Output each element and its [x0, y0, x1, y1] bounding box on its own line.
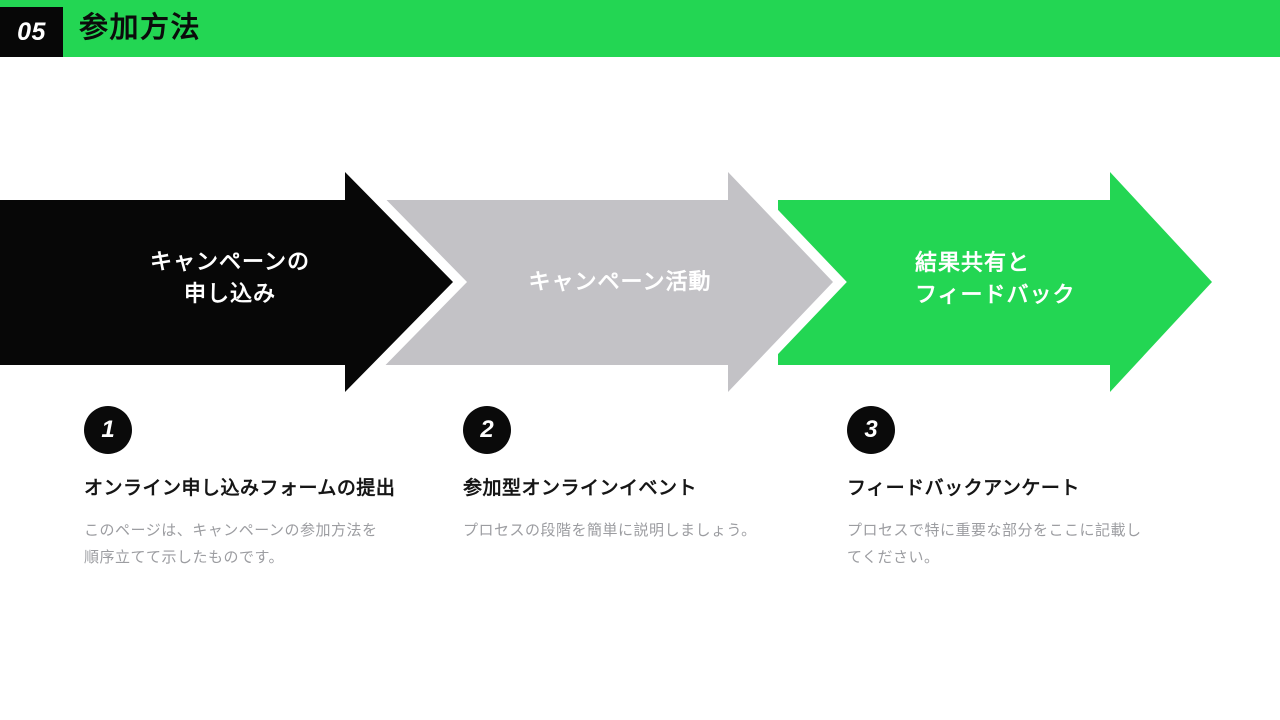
arrow-shape-application: [0, 147, 468, 417]
step-1-number-badge: 1: [84, 406, 132, 454]
step-1-number: 1: [101, 416, 115, 443]
page-title: 参加方法: [79, 12, 202, 44]
arrow-label-activity: キャンペーン活動: [528, 269, 712, 294]
arrow-shape-feedback: [768, 146, 1226, 418]
step-item-3: 3 フィードバックアンケート プロセスで特に重要な部分をここに記載し てください…: [847, 406, 1182, 571]
step-3-number-badge: 3: [847, 406, 895, 454]
arrow-label-application: キャンペーンの 申し込み: [150, 249, 310, 306]
step-2-description: プロセスの段階を簡単に説明しましょう。: [463, 522, 757, 539]
step-2-number: 2: [480, 416, 494, 443]
slide-number: 05: [17, 17, 46, 46]
step-item-2: 2 参加型オンラインイベント プロセスの段階を簡単に説明しましょう。: [463, 406, 798, 544]
arrow-shape-activity: [358, 147, 847, 417]
step-3-title: フィードバックアンケート: [847, 478, 1080, 499]
step-2-title: 参加型オンラインイベント: [463, 478, 698, 499]
arrow-label-feedback: 結果共有と フィードバック: [915, 250, 1076, 307]
slide-number-box: 05: [0, 7, 63, 57]
step-3-number: 3: [864, 416, 878, 443]
step-1-description: このページは、キャンペーンの参加方法を 順序立てて示したものです。: [84, 522, 378, 566]
step-item-1: 1 オンライン申し込みフォームの提出 このページは、キャンペーンの参加方法を 順…: [84, 406, 419, 571]
step-3-description: プロセスで特に重要な部分をここに記載し てください。: [847, 522, 1142, 566]
header-green-bar: 05 参加方法: [0, 0, 1280, 57]
step-2-number-badge: 2: [463, 406, 511, 454]
step-1-title: オンライン申し込みフォームの提出: [84, 478, 396, 499]
